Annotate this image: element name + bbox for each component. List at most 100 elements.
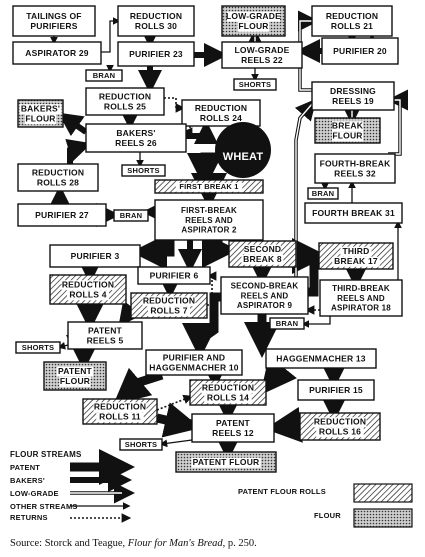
node-purifier-27: PURIFIER 27 bbox=[17, 203, 107, 227]
node-label: REDUCTION bbox=[130, 11, 182, 21]
node-label: ROLLS 28 bbox=[37, 178, 79, 188]
node-label: PURIFIER 3 bbox=[71, 251, 120, 261]
stream-bakers-reels-to-rolls-24 bbox=[186, 120, 218, 144]
node-label: LOW-GRADE bbox=[235, 45, 290, 55]
legend-returns-label: RETURNS bbox=[10, 513, 48, 522]
node-label: ROLLS 30 bbox=[135, 21, 177, 31]
node-label: REELS 32 bbox=[334, 169, 376, 179]
node-reduction-rolls-25-box bbox=[85, 87, 165, 116]
return-rolls-11-to-rolls-14 bbox=[156, 394, 193, 411]
node-purifier-23-box bbox=[117, 41, 195, 67]
node-label: ROLLS 25 bbox=[104, 102, 146, 112]
label-backdrop bbox=[316, 427, 364, 438]
stream-haggenmacher-13-to-rolls-14 bbox=[260, 355, 297, 396]
node-bakers-flour: BAKERS'FLOUR bbox=[17, 99, 64, 128]
node-aspirator-29: ASPIRATOR 29 bbox=[12, 41, 102, 65]
label-backdrop bbox=[93, 402, 147, 413]
node-shorts-c-box bbox=[15, 341, 61, 354]
stream-aspirator-29-to-rolls-30 bbox=[101, 17, 121, 53]
node-label: BAKERS' bbox=[21, 103, 60, 113]
node-label: ROLLS 11 bbox=[99, 412, 141, 422]
stream-reels-9-to-dressing-inner bbox=[295, 103, 313, 277]
label-backdrop bbox=[142, 296, 196, 307]
node-label: PATENT FLOUR bbox=[193, 457, 260, 467]
node-label: REDUCTION bbox=[326, 11, 378, 21]
node-shorts-c: SHORTS bbox=[15, 341, 61, 354]
node-label: FOURTH-BREAK bbox=[320, 158, 392, 168]
node-label: ROLLS 21 bbox=[331, 21, 373, 31]
label-backdrop bbox=[244, 244, 281, 255]
label-backdrop bbox=[66, 290, 110, 301]
node-purifier-haggenmacher-10-box bbox=[145, 349, 243, 376]
node-label: REELS 19 bbox=[332, 96, 374, 106]
node-label: THIRD bbox=[343, 246, 370, 256]
return-rolls-25-to-rolls-24 bbox=[164, 97, 186, 113]
node-shorts-d: SHORTS bbox=[119, 438, 163, 451]
node-label: PURIFIER 6 bbox=[150, 270, 199, 280]
node-purifier-20: PURIFIER 20 bbox=[321, 37, 399, 65]
node-label: ROLLS 4 bbox=[69, 290, 106, 300]
node-label: PURIFIER 23 bbox=[129, 49, 183, 59]
node-label: PURIFIER 15 bbox=[309, 385, 363, 395]
label-backdrop bbox=[227, 11, 280, 22]
label-backdrop bbox=[331, 121, 364, 132]
node-purifier-23: PURIFIER 23 bbox=[117, 41, 195, 67]
node-first-break-1: FIRST BREAK 1 bbox=[154, 179, 264, 194]
node-fourth-break-31: FOURTH BREAK 31 bbox=[304, 202, 403, 224]
legend-patent-label: PATENT bbox=[10, 463, 40, 472]
stream-reels-9-to-third-break bbox=[292, 238, 328, 297]
node-purifier-15-box bbox=[297, 379, 375, 401]
node-label: BREAK 8 bbox=[243, 254, 282, 264]
label-backdrop bbox=[201, 383, 255, 394]
node-second-break-reels-9-box bbox=[220, 276, 309, 315]
node-first-break-reels-2-box bbox=[154, 199, 264, 241]
node-label: SHORTS bbox=[125, 440, 157, 449]
node-third-break-reels-18-box bbox=[319, 279, 403, 317]
node-label: ROLLS 14 bbox=[207, 393, 249, 403]
node-label: REELS AND bbox=[185, 216, 233, 225]
node-shorts-a: SHORTS bbox=[233, 78, 277, 91]
node-bran-b: BRAN bbox=[307, 187, 339, 200]
node-label: REDUCTION bbox=[195, 103, 247, 113]
node-label: BRAN bbox=[276, 319, 298, 328]
node-label: PURIFIER 27 bbox=[35, 210, 89, 220]
node-purifier-6: PURIFIER 6 bbox=[137, 266, 211, 285]
node-patent-flour-b: PATENT FLOUR bbox=[175, 451, 277, 473]
node-label: SHORTS bbox=[239, 80, 271, 89]
node-label: ROLLS 24 bbox=[200, 113, 242, 123]
stream-2-to-purifier-3 bbox=[131, 234, 175, 270]
node-label: BAKERS' bbox=[116, 128, 155, 138]
node-bakers-reels-26-box bbox=[85, 123, 187, 153]
source-caption: Source: Storck and Teague, Flour for Man… bbox=[10, 538, 257, 549]
legend-hatch-swatch bbox=[353, 483, 413, 503]
node-label: PATENT bbox=[216, 418, 251, 428]
node-label: BREAK 17 bbox=[334, 256, 378, 266]
label-backdrop bbox=[313, 417, 367, 428]
node-bran-a: BRAN bbox=[85, 69, 123, 82]
node-label: HAGGENMACHER 10 bbox=[149, 363, 239, 373]
node-label: REDUCTION bbox=[62, 279, 114, 289]
node-label: BREAK bbox=[332, 120, 364, 130]
node-label: REELS AND bbox=[337, 294, 385, 303]
legend: FLOUR STREAMSPATENTBAKERS'LOW-GRADEOTHER… bbox=[10, 449, 413, 528]
node-label: REDUCTION bbox=[202, 382, 254, 392]
legend-patent-flour-rolls-label: PATENT FLOUR ROLLS bbox=[238, 487, 326, 496]
node-label: SHORTS bbox=[22, 343, 54, 352]
node-reduction-rolls-21-box bbox=[311, 5, 393, 37]
label-backdrop bbox=[56, 366, 94, 377]
node-label: REDUCTION bbox=[314, 416, 366, 426]
node-label: REDUCTION bbox=[94, 401, 146, 411]
